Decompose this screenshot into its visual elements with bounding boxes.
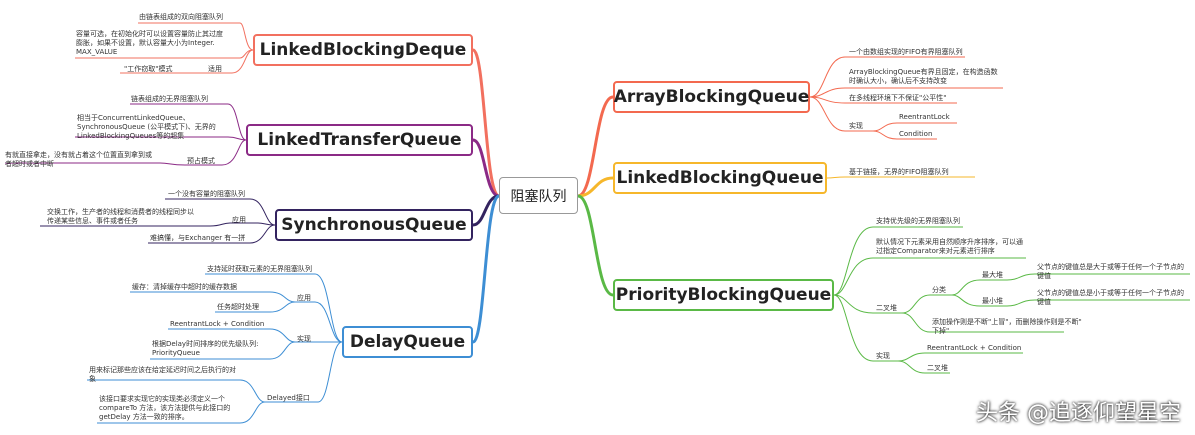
node-linked-transfer-queue[interactable]: LinkedTransferQueue	[246, 124, 473, 156]
delay-impl-label: 实现	[297, 335, 311, 343]
node-array-blocking-queue[interactable]: ArrayBlockingQueue	[613, 81, 810, 113]
delay-interface-desc: 用来标记那些应该在给定延迟时间之后执行的对 象	[89, 366, 236, 383]
node-delay-queue[interactable]: DelayQueue	[342, 326, 473, 358]
delay-desc: 支持延时获取元素的无界阻塞队列	[207, 265, 312, 273]
transfer-preempt-label: 预占模式	[187, 157, 215, 165]
node-linked-blocking-deque[interactable]: LinkedBlockingDeque	[253, 34, 473, 66]
deque-use-work-stealing: "工作窃取"模式	[124, 65, 173, 73]
sync-use-label: 应用	[232, 216, 246, 224]
priority-desc-sort: 默认情况下元素采用自然顺序升序排序，可以通 过指定Comparator来对元素进…	[876, 238, 1023, 255]
sync-note: 难搞懂，与Exchanger 有一拼	[150, 234, 246, 242]
priority-impl-heap: 二叉堆	[927, 364, 948, 372]
priority-category-label: 分类	[932, 286, 946, 294]
delay-use-cache: 缓存：清掉缓存中超时的缓存数据	[132, 283, 237, 291]
node-synchronous-queue[interactable]: SynchronousQueue	[275, 209, 473, 241]
priority-desc: 支持优先级的无界阻塞队列	[876, 217, 960, 225]
node-priority-blocking-queue[interactable]: PriorityBlockingQueue	[613, 279, 834, 311]
delay-impl-priority-queue: 根据Delay时间排序的优先级队列: PriorityQueue	[152, 340, 259, 357]
delay-interface-compare: 该接口要求实现它的实现类必须定义一个 compareTo 方法，该方法提供与此接…	[99, 395, 231, 421]
priority-min-heap: 最小堆	[982, 297, 1003, 305]
array-impl-label: 实现	[849, 122, 863, 130]
array-impl-condition: Condition	[899, 130, 933, 138]
array-desc-fairness: 在多线程环境下不保证"公平性"	[849, 94, 947, 102]
transfer-desc-superset: 相当于ConcurrentLinkedQueue、 SynchronousQue…	[77, 114, 216, 140]
linked-desc: 基于链接，无界的FIFO阻塞队列	[849, 168, 949, 176]
priority-impl-label: 实现	[876, 352, 890, 360]
array-impl-lock: ReentrantLock	[899, 113, 950, 121]
delay-use-timeout: 任务超时处理	[217, 303, 259, 311]
priority-max-heap: 最大堆	[982, 271, 1003, 279]
deque-desc-capacity: 容量可选，在初始化时可以设置容量防止其过度 膨胀，如果不设置，默认容量大小为In…	[76, 30, 223, 56]
priority-max-heap-desc: 父节点的键值总是大于或等于任何一个子节点的 键值	[1037, 263, 1184, 280]
delay-impl-lock: ReentrantLock + Condition	[170, 320, 265, 328]
array-desc-fifo: 一个由数组实现的FIFO有界阻塞队列	[849, 48, 963, 56]
delay-interface-label: Delayed接口	[267, 394, 310, 402]
node-linked-blocking-queue[interactable]: LinkedBlockingQueue	[613, 162, 827, 194]
priority-min-heap-desc: 父节点的键值总是小于或等于任何一个子节点的 键值	[1037, 289, 1184, 306]
deque-desc: 由链表组成的双向阻塞队列	[139, 13, 223, 21]
transfer-desc: 链表组成的无界阻塞队列	[131, 95, 208, 103]
priority-ops: 添加操作则是不断"上冒"，而删除操作则是不断" 下掉"	[932, 318, 1082, 335]
sync-desc: 一个没有容量的阻塞队列	[168, 190, 245, 198]
sync-use-desc: 交换工作，生产者的线程和消费者的线程同步以 传递某些信息、事件或者任务	[47, 208, 194, 225]
transfer-preempt-desc: 有就直接拿走，没有就占着这个位置直到拿到或 者超时或者中断	[5, 151, 152, 168]
watermark: 头条 @追逐仰望星空	[976, 401, 1181, 426]
delay-use-label: 应用	[297, 294, 311, 302]
priority-heap-label: 二叉堆	[876, 304, 897, 312]
deque-use-label: 适用	[208, 65, 222, 73]
array-desc-fixed: ArrayBlockingQueue有界且固定，在构造函数 时确认大小，确认后不…	[849, 68, 998, 85]
priority-impl-lock: ReentrantLock + Condition	[927, 344, 1022, 352]
root-node[interactable]: 阻塞队列	[499, 177, 578, 214]
